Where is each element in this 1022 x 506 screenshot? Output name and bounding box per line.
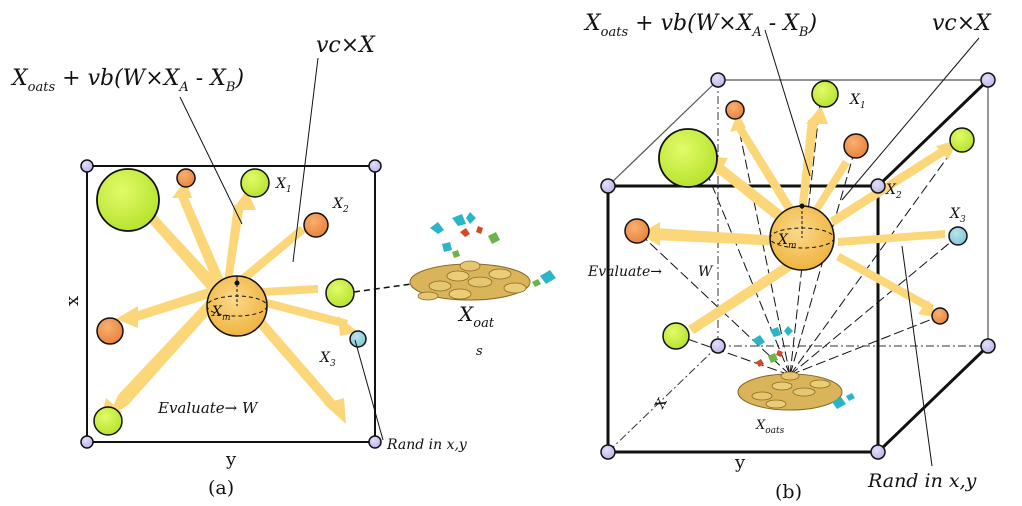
arrow-to-left (132, 288, 210, 322)
vc-label-a: vc×X (316, 33, 376, 58)
center-sphere-a (206, 275, 268, 337)
agent-large-green-b (658, 128, 718, 188)
xoat-s-label-a: s (476, 344, 483, 359)
x3-label-b: X3 (949, 206, 966, 225)
cube-hidden-edges (607, 80, 988, 453)
agent-x1 (240, 168, 270, 198)
arrow-to-x1 (798, 120, 818, 212)
agent-orange-right-b (843, 133, 869, 159)
arrowhead (324, 398, 346, 424)
panel-a: Xoats + vb(W×XA - XB) vc×X X1 X2 X3 Xm E… (10, 33, 556, 499)
panel-b: Xoats + vb(W×XA - XB) vc×X X1 X2 X3 Xm E… (583, 11, 996, 503)
arrow-to-x2 (240, 226, 306, 282)
x2-label-a: X2 (332, 196, 349, 215)
oats-pile-b (737, 326, 855, 411)
caption-b: (b) (775, 481, 802, 503)
evaluate-label-a: Evaluate→ W (157, 399, 259, 417)
vc-leader-a (292, 57, 319, 263)
arrow-to-top-orange (735, 124, 798, 218)
formula-b: Xoats + vb(W×XA - XB) (583, 11, 817, 40)
arrow-to-bottom-right (836, 253, 934, 312)
arrowhead (730, 112, 746, 132)
rand-label-b: Rand in x,y (867, 470, 977, 492)
xoats-label-b: Xoats (755, 418, 785, 436)
x1-label-a: X1 (275, 176, 292, 195)
arrow-to-bottom-left (108, 292, 222, 418)
agent-x3-b (948, 226, 968, 246)
xm-label-b: Xm (777, 232, 797, 251)
arrow-to-bottom-green (688, 262, 792, 334)
agent-green-bottom-b (662, 322, 690, 350)
arrow-to-right (262, 285, 318, 296)
agent-orange-bottom-right-b (931, 307, 949, 325)
formula-leader-a (179, 96, 243, 225)
agent-green-bottom (93, 406, 123, 436)
search-space-square (86, 165, 376, 443)
center-sphere-b (769, 203, 835, 271)
agent-orange (176, 168, 196, 188)
arrow-to-x2 (830, 145, 950, 226)
arrowhead (338, 316, 358, 336)
agent-x1-b (811, 80, 839, 108)
rand-leader-b (901, 245, 933, 467)
arrow-to-top-left (135, 200, 218, 292)
x3-label-a: X3 (319, 350, 336, 369)
agent-green-right (325, 278, 355, 308)
vc-leader-b (841, 37, 980, 201)
w-label-b: W (698, 264, 714, 280)
agent-orange-left-b (624, 218, 650, 244)
x2-label-b: X2 (885, 182, 902, 201)
agent-orange-top-b (725, 100, 745, 120)
agent-large-green (96, 168, 160, 232)
arrowhead (806, 106, 828, 124)
agent-x3 (349, 330, 367, 348)
formula-leader-b (764, 29, 811, 177)
agent-orange-left (96, 317, 124, 345)
arrow-to-orange-right (812, 160, 850, 214)
arrow-to-bottom-right (250, 312, 338, 410)
vc-label-b: vc×X (932, 11, 992, 36)
formula-a: Xoats + vb(W×XA - XB) (10, 66, 244, 95)
arrows-a (99, 180, 358, 425)
xm-label-a: Xm (211, 304, 231, 323)
rand-leader-a (354, 339, 384, 441)
arrowhead (116, 306, 138, 328)
arrow-to-top (176, 188, 224, 284)
corners-a (80, 159, 382, 449)
oats-pile-a (409, 212, 556, 301)
arrow-to-x3 (262, 298, 348, 328)
arrow-to-left (655, 228, 780, 246)
axis-x-label-a: x (62, 296, 83, 306)
evaluate-label-b: Evaluate→ (587, 264, 662, 280)
arrow-to-large-green (716, 164, 796, 230)
xoat-label-a: Xoat (457, 302, 495, 331)
arrowhead (232, 190, 256, 210)
arrows-b (640, 106, 958, 334)
axis-y-label-a: y (225, 449, 237, 470)
agent-x2-b (949, 127, 975, 153)
arrow-to-x1 (224, 205, 244, 282)
axis-y-label-b: y (734, 452, 746, 473)
rand-label-a: Rand in x,y (386, 437, 468, 453)
caption-a: (a) (208, 477, 234, 499)
x1-label-b: X1 (849, 92, 866, 111)
arrow-to-x3 (838, 230, 945, 246)
agent-x2 (303, 212, 329, 238)
arrowhead (640, 222, 660, 246)
corners-b (600, 72, 996, 460)
